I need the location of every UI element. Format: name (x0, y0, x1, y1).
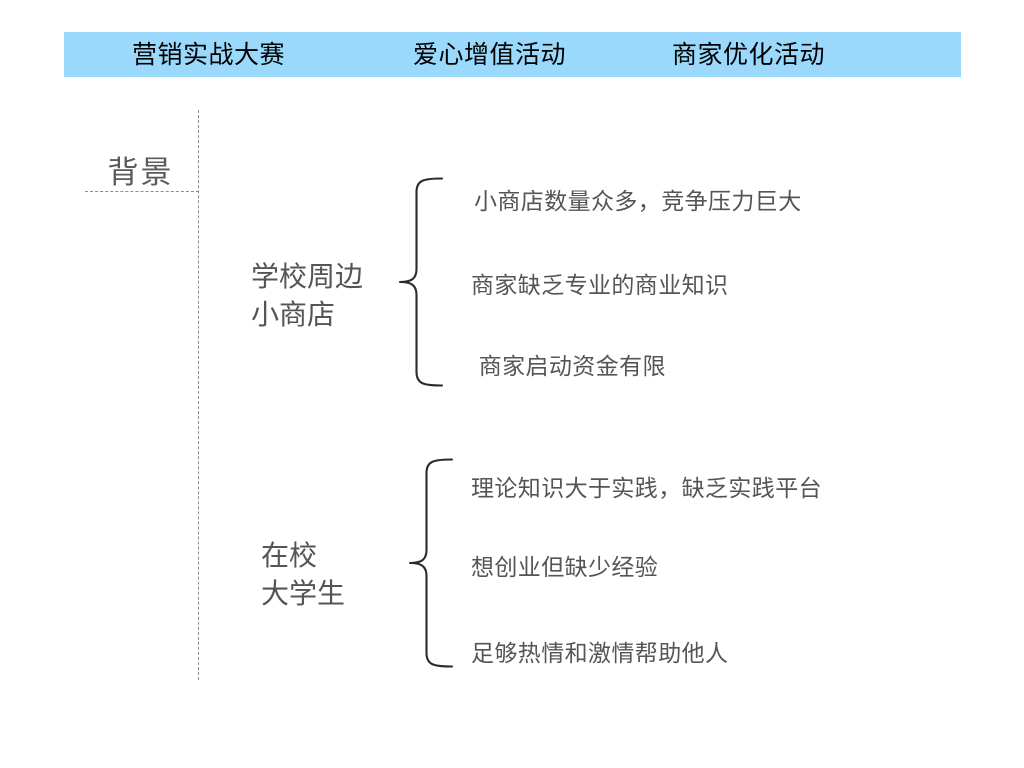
list-item: 小商店数量众多，竞争压力巨大 (474, 189, 802, 215)
list-item: 理论知识大于实践，缺乏实践平台 (471, 476, 822, 502)
header-title-marketing-contest[interactable]: 营销实战大赛 (132, 40, 286, 69)
header-title-merchant-optimization-activity[interactable]: 商家优化活动 (672, 40, 826, 69)
group-label-college-students: 在校 大学生 (261, 539, 346, 610)
header-title-love-value-activity[interactable]: 爱心增值活动 (413, 40, 567, 69)
curly-brace-icon (398, 176, 446, 388)
list-item: 商家启动资金有限 (471, 354, 666, 380)
section-label-underline (85, 191, 199, 192)
vertical-dashed-divider (198, 110, 199, 680)
group-label-school-area-shops: 学校周边 小商店 (251, 260, 364, 331)
list-item: 足够热情和激情帮助他人 (471, 641, 729, 667)
curly-brace-icon (408, 457, 456, 669)
section-label-background: 背景 (107, 155, 174, 191)
list-item: 商家缺乏专业的商业知识 (471, 273, 729, 299)
header-bar: 营销实战大赛 爱心增值活动 商家优化活动 (64, 32, 961, 77)
list-item: 想创业但缺少经验 (471, 555, 659, 581)
